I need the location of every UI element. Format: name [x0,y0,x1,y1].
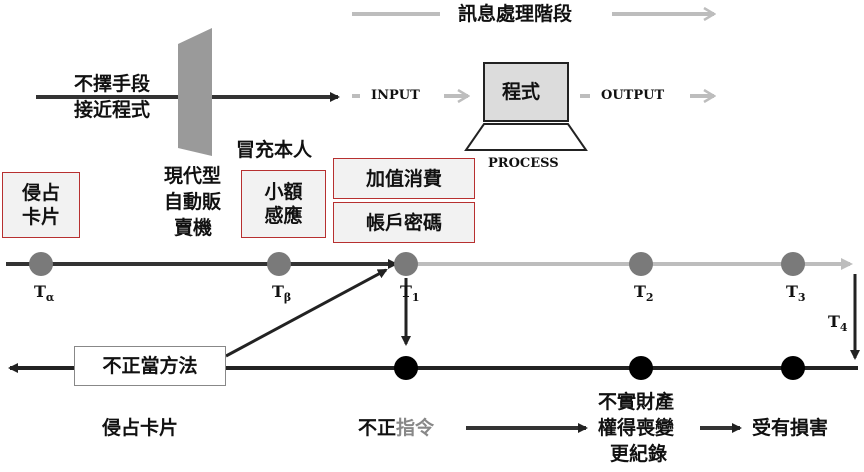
improper-command-label: 不正指令 [358,416,434,440]
improper-command-prefix: 不正 [358,417,397,439]
output-label: OUTPUT [601,88,665,103]
label-t4-sub: 4 [839,321,848,335]
box-smallsum-line2: 感應 [264,205,303,227]
node-t2 [629,252,653,276]
property-line2: 權得喪變 [598,417,675,439]
vending-line1: 現代型 [164,165,222,187]
vending-line3: 賣機 [174,217,213,239]
label-t3-main: T [786,282,798,301]
label-t2-sub: 2 [645,291,654,305]
laptop-base [464,123,588,151]
label-t-beta: Tβ [272,282,291,304]
label-t1-main: T [400,282,412,301]
box-password-label: 帳戶密碼 [365,211,442,234]
improper-method-label: 不正當方法 [102,355,198,377]
property-line3: 更紀錄 [610,443,668,465]
box-topup-label: 加值消費 [365,167,442,190]
label-t3: T3 [786,282,806,304]
box-card-line1: 侵占 [21,182,60,204]
label-t1: T1 [400,282,420,304]
illegal-means-line2: 接近程式 [74,99,151,121]
impersonate-label: 冒充本人 [236,139,313,161]
improper-command-word: 指令 [396,417,435,439]
laptop-screen [483,62,569,122]
improper-to-t1-arrow [225,268,388,358]
damage-label: 受有損害 [752,417,829,439]
label-t-alpha-main: T [34,282,46,301]
label-t2: T2 [634,282,654,304]
box-smallsum: 小額 感應 [241,170,326,238]
illegal-means-line1: 不擇手段 [74,73,151,95]
node-bottom-2 [629,356,653,380]
box-smallsum-line1: 小額 [264,181,303,203]
property-line1: 不實財產 [598,391,675,413]
box-password: 帳戶密碼 [333,202,475,243]
label-t4-main: T [828,312,840,331]
stage-label: 訊息處理階段 [458,3,573,25]
process-label: PROCESS [488,156,559,171]
node-bottom-3 [781,356,805,380]
label-t-beta-main: T [272,282,284,301]
label-t1-sub: 1 [411,291,420,305]
label-t4: T4 [828,312,848,334]
box-card-line2: 卡片 [21,206,60,228]
label-t-beta-sub: β [283,291,292,305]
label-t2-main: T [634,282,646,301]
barrier-wall [178,28,212,156]
box-card: 侵占 卡片 [2,172,80,238]
node-t1 [394,252,418,276]
node-t-beta [267,252,291,276]
input-label: INPUT [371,88,420,103]
box-topup: 加值消費 [333,158,475,199]
label-t3-sub: 3 [797,291,806,305]
vending-line2: 自動販 [164,191,222,213]
label-t-alpha-sub: α [45,291,55,305]
program-label: 程式 [502,81,541,103]
bottom-card-label: 侵占卡片 [102,417,179,439]
improper-method-box: 不正當方法 [74,346,226,386]
label-t-alpha: Tα [34,282,54,304]
node-bottom-1 [394,356,418,380]
node-t3 [781,252,805,276]
node-t-alpha [29,252,53,276]
